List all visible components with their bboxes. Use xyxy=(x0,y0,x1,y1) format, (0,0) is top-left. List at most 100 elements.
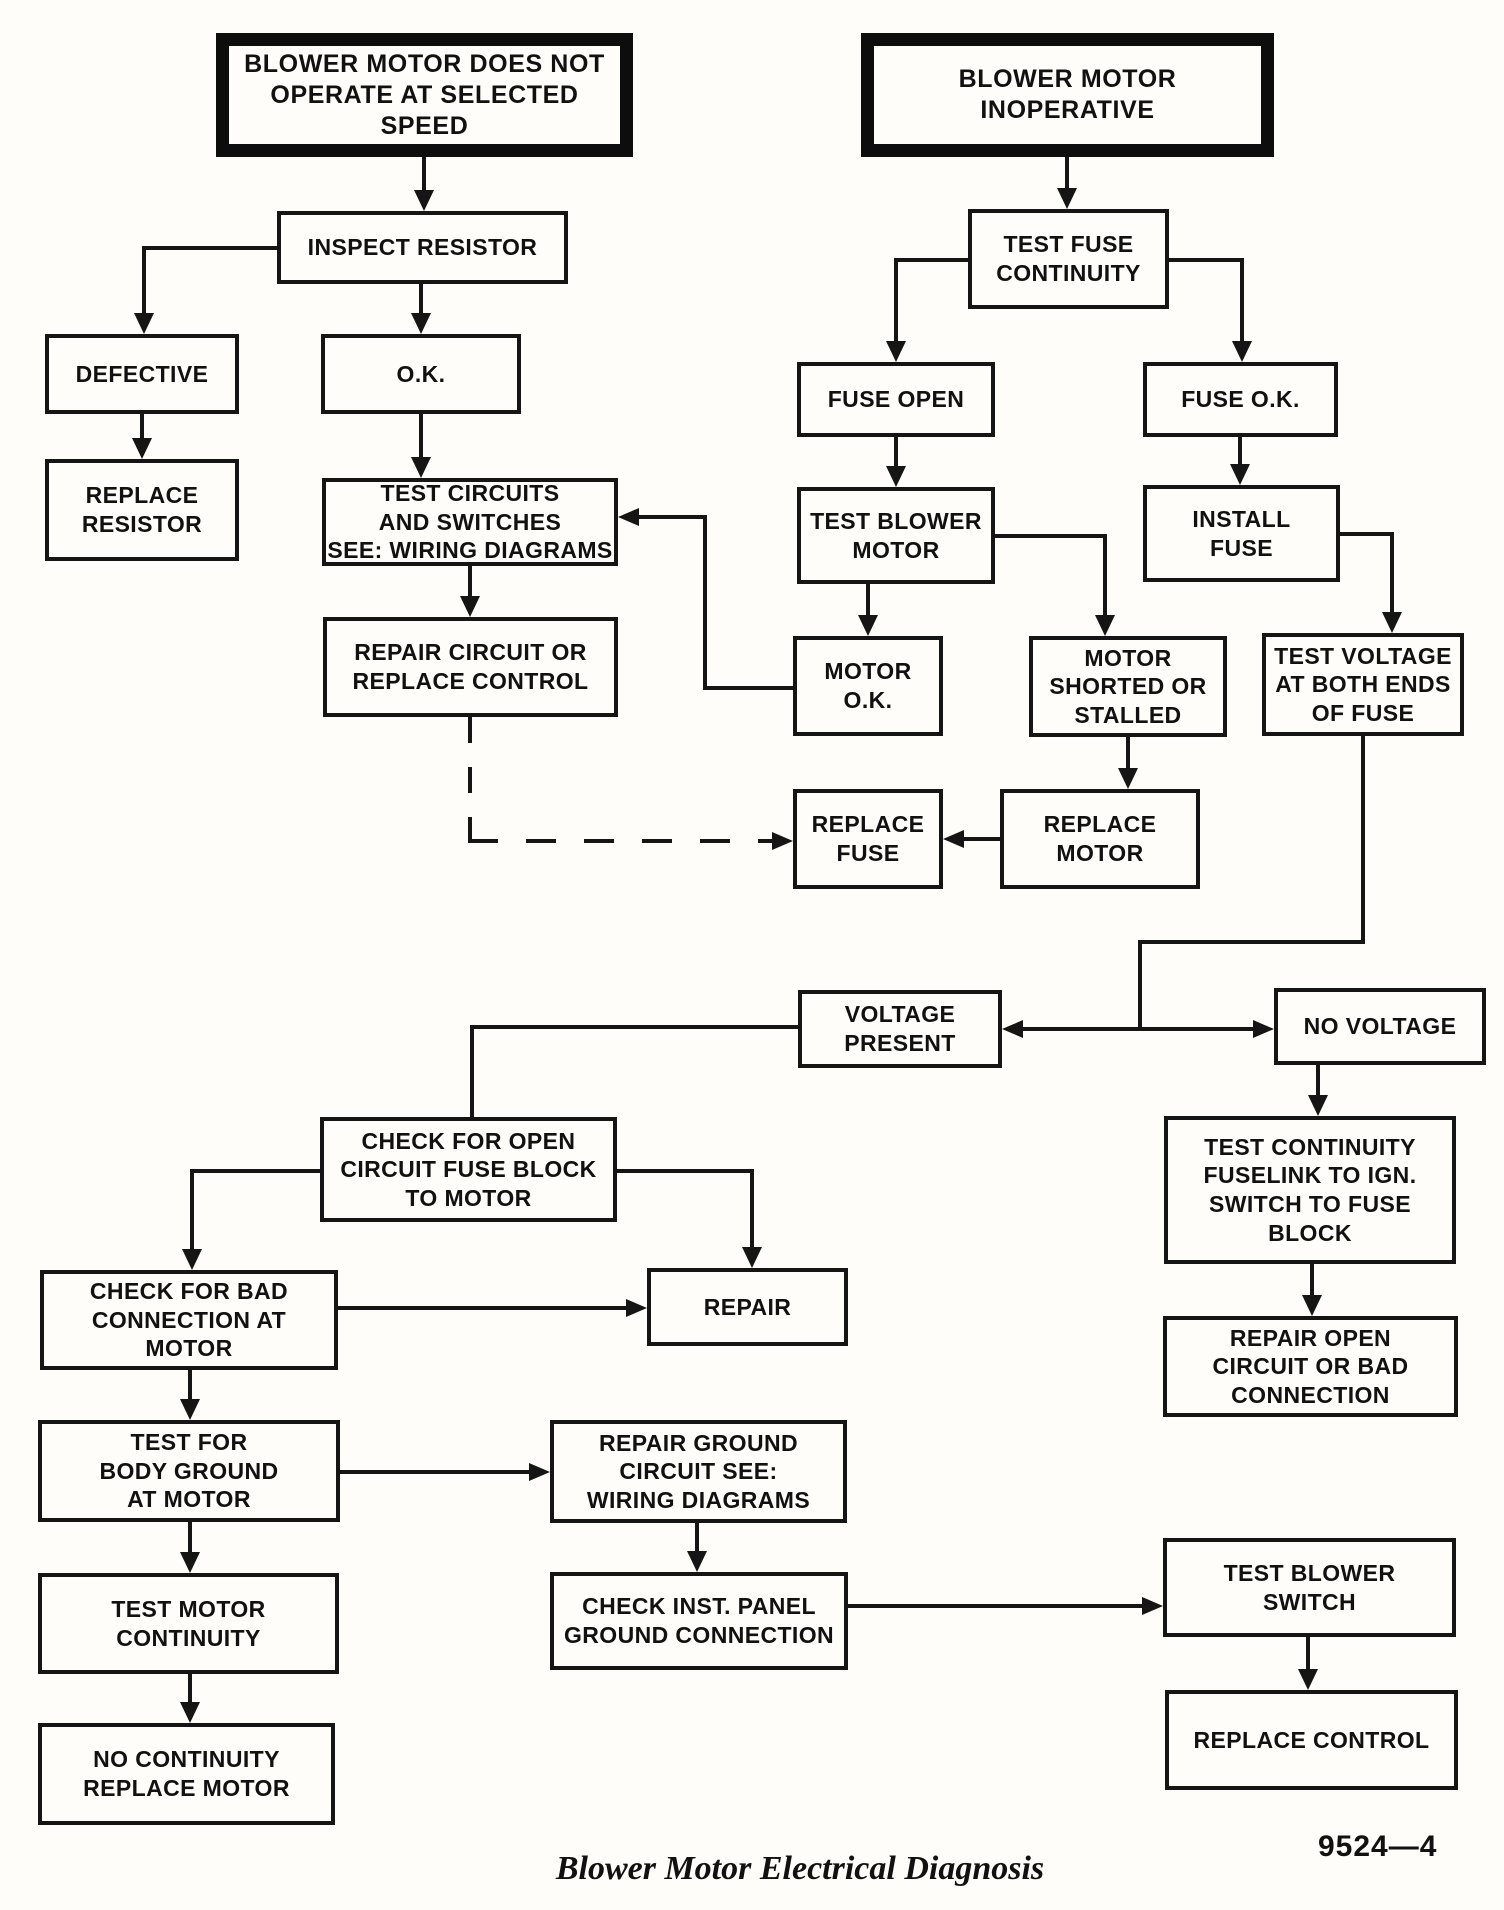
arrowhead-right-icon xyxy=(1142,1597,1163,1615)
arrowhead-down-icon xyxy=(886,466,906,487)
dashed-flow-line xyxy=(468,717,472,841)
flow-line xyxy=(894,258,968,262)
node-motor-shorted-or-stalled: MOTOR SHORTED OR STALLED xyxy=(1029,636,1227,737)
node-defective: DEFECTIVE xyxy=(45,334,239,414)
flow-line xyxy=(695,1523,699,1552)
arrowhead-down-icon xyxy=(180,1399,200,1420)
node-replace-fuse: REPLACE FUSE xyxy=(793,789,943,889)
diagram-caption: Blower Motor Electrical Diagnosis xyxy=(555,1850,1045,1887)
flow-line xyxy=(1361,736,1365,944)
node-replace-control: REPLACE CONTROL xyxy=(1165,1690,1458,1790)
flow-line xyxy=(750,1169,754,1248)
arrowhead-left-icon xyxy=(618,508,639,526)
flow-line xyxy=(1126,737,1130,769)
arrowhead-down-icon xyxy=(411,457,431,478)
arrowhead-down-icon xyxy=(1057,188,1077,209)
flow-line xyxy=(422,157,426,191)
node-replace-motor: REPLACE MOTOR xyxy=(1000,789,1200,889)
arrowhead-down-icon xyxy=(1382,612,1402,633)
node-install-fuse: INSTALL FUSE xyxy=(1143,485,1340,582)
arrowhead-left-icon xyxy=(943,830,964,848)
flow-line xyxy=(638,515,707,519)
flow-line xyxy=(1340,532,1394,536)
flow-line xyxy=(190,1169,194,1250)
node-repair-open-circuit: REPAIR OPEN CIRCUIT OR BAD CONNECTION xyxy=(1163,1316,1458,1417)
flow-line xyxy=(894,258,898,342)
arrowhead-down-icon xyxy=(1298,1669,1318,1690)
flow-line xyxy=(470,1025,474,1117)
flow-line xyxy=(866,584,870,616)
flow-line xyxy=(1065,157,1069,189)
arrowhead-down-icon xyxy=(858,615,878,636)
flow-line xyxy=(848,1604,1143,1608)
arrowhead-down-icon xyxy=(180,1552,200,1573)
flow-line xyxy=(140,414,144,439)
flow-line xyxy=(188,1370,192,1400)
node-blower-motor-does-not-operate: BLOWER MOTOR DOES NOT OPERATE AT SELECTE… xyxy=(216,33,633,157)
flow-line xyxy=(703,686,793,690)
flow-line xyxy=(470,1025,798,1029)
node-voltage-present: VOLTAGE PRESENT xyxy=(798,990,1002,1068)
node-fuse-open: FUSE OPEN xyxy=(797,362,995,437)
node-repair: REPAIR xyxy=(647,1268,848,1346)
arrowhead-down-icon xyxy=(411,313,431,334)
arrowhead-left-icon xyxy=(1002,1020,1023,1038)
arrowhead-down-icon xyxy=(180,1702,200,1723)
arrowhead-down-icon xyxy=(132,438,152,459)
arrowhead-right-icon xyxy=(1253,1020,1274,1038)
flow-line xyxy=(995,534,1107,538)
arrowhead-down-icon xyxy=(1118,768,1138,789)
node-repair-ground-circuit: REPAIR GROUND CIRCUIT SEE: WIRING DIAGRA… xyxy=(550,1420,847,1523)
node-test-fuse-continuity: TEST FUSE CONTINUITY xyxy=(968,209,1169,309)
dashed-flow-line xyxy=(468,839,773,843)
flow-line xyxy=(703,515,707,690)
flow-line xyxy=(190,1169,320,1173)
arrowhead-down-icon xyxy=(1230,464,1250,485)
flow-line xyxy=(1316,1065,1320,1096)
arrowhead-down-icon xyxy=(1095,615,1115,636)
flow-line xyxy=(1306,1637,1310,1670)
node-check-for-bad-connection: CHECK FOR BAD CONNECTION AT MOTOR xyxy=(40,1270,338,1370)
arrowhead-down-icon xyxy=(460,596,480,617)
flow-line xyxy=(419,414,423,458)
flow-line xyxy=(338,1306,628,1310)
node-ok: O.K. xyxy=(321,334,521,414)
node-no-voltage: NO VOLTAGE xyxy=(1274,988,1486,1065)
arrowhead-right-icon xyxy=(529,1463,550,1481)
node-test-for-body-ground: TEST FOR BODY GROUND AT MOTOR xyxy=(38,1420,340,1522)
flow-line xyxy=(1240,258,1244,342)
arrowhead-down-icon xyxy=(182,1249,202,1270)
node-fuse-ok: FUSE O.K. xyxy=(1143,362,1338,437)
node-repair-circuit-or-replace-control: REPAIR CIRCUIT OR REPLACE CONTROL xyxy=(323,617,618,717)
node-blower-motor-inoperative: BLOWER MOTOR INOPERATIVE xyxy=(861,33,1274,157)
flow-line xyxy=(188,1522,192,1553)
flow-line xyxy=(1390,532,1394,613)
arrowhead-down-icon xyxy=(687,1551,707,1572)
flow-line xyxy=(1310,1264,1314,1296)
arrowhead-down-icon xyxy=(1302,1295,1322,1316)
node-test-motor-continuity: TEST MOTOR CONTINUITY xyxy=(38,1573,339,1674)
node-inspect-resistor: INSPECT RESISTOR xyxy=(277,211,568,284)
flow-line xyxy=(142,246,277,250)
arrowhead-down-icon xyxy=(742,1247,762,1268)
flow-line xyxy=(142,246,146,314)
flow-line xyxy=(188,1674,192,1703)
arrowhead-down-icon xyxy=(1308,1095,1328,1116)
flow-line xyxy=(894,437,898,467)
node-motor-ok: MOTOR O.K. xyxy=(793,636,943,736)
flow-line xyxy=(1103,534,1107,616)
arrowhead-down-icon xyxy=(1232,341,1252,362)
node-test-blower-switch: TEST BLOWER SWITCH xyxy=(1163,1538,1456,1637)
flow-line xyxy=(1138,940,1365,944)
flow-line xyxy=(617,1169,754,1173)
node-test-blower-motor: TEST BLOWER MOTOR xyxy=(797,487,995,584)
arrowhead-right-icon xyxy=(626,1299,647,1317)
flow-line xyxy=(1238,437,1242,465)
flow-line xyxy=(1169,258,1244,262)
figure-number: 9524—4 xyxy=(1318,1830,1438,1863)
node-check-for-open-circuit: CHECK FOR OPEN CIRCUIT FUSE BLOCK TO MOT… xyxy=(320,1117,617,1222)
arrowhead-down-icon xyxy=(414,190,434,211)
flow-line xyxy=(468,566,472,597)
node-test-circuits-and-switches: TEST CIRCUITS AND SWITCHES SEE: WIRING D… xyxy=(322,478,618,566)
